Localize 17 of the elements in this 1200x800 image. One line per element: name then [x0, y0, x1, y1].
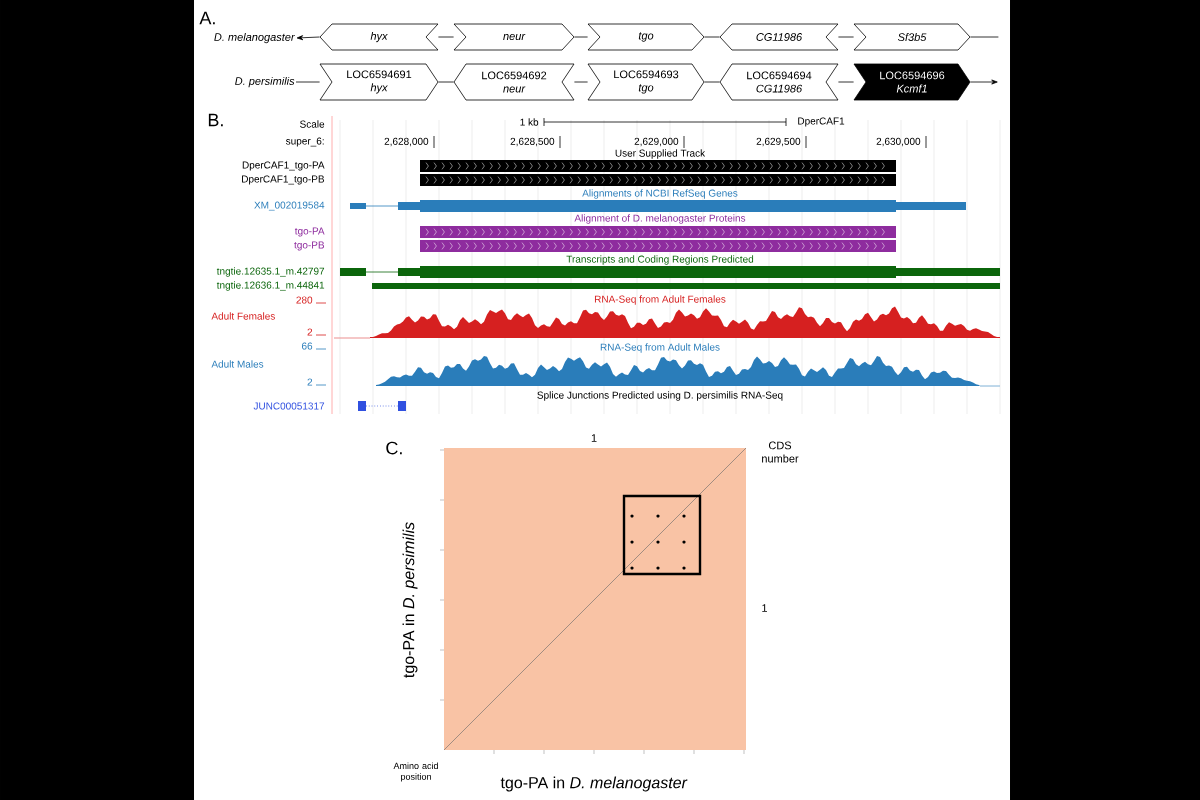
connector-line: [704, 81, 720, 83]
connector-line: [296, 35, 320, 41]
axis-title: tgo-PA in D. persimilis: [402, 522, 418, 678]
connector-line: [438, 36, 454, 38]
connector-line: [838, 36, 854, 38]
connector-line: [970, 36, 999, 38]
connector-line: [704, 36, 720, 38]
connector-line: [970, 79, 998, 85]
panel-label: C.: [386, 441, 402, 455]
connector-line: [574, 81, 588, 83]
axis-title: tgo-PA in D. melanogaster: [500, 776, 688, 792]
panel-label: B.: [208, 113, 223, 127]
connector-line: [438, 81, 454, 83]
connector-line: [838, 81, 854, 83]
connector-line: [574, 36, 588, 38]
panel-label: A.: [199, 11, 215, 25]
connector-line: [295, 81, 320, 83]
